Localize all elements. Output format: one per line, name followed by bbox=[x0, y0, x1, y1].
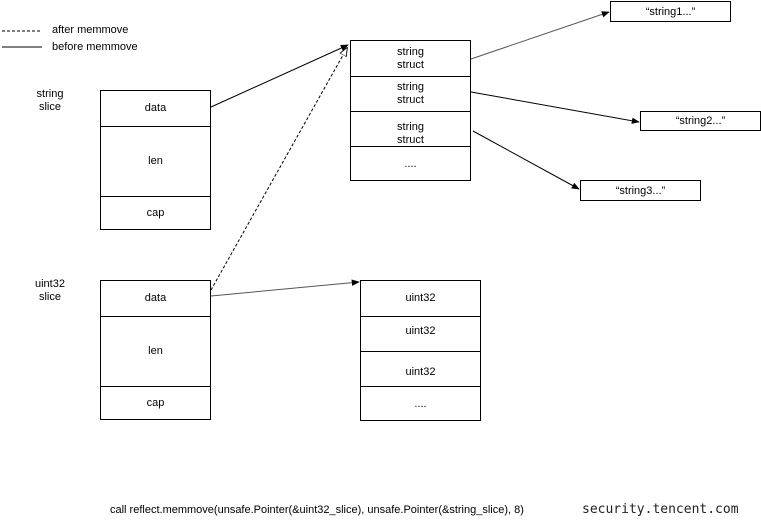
string-struct-line1: string bbox=[397, 81, 424, 93]
string-struct-ellipsis: .... bbox=[404, 157, 417, 170]
string-struct-cell: string struct bbox=[351, 111, 470, 146]
uint32-slice-title: uint32 slice bbox=[30, 278, 70, 304]
memmove-call-caption: call reflect.memmove(unsafe.Pointer(&uin… bbox=[110, 504, 524, 516]
uint32-slice-cap-field: cap bbox=[101, 386, 210, 420]
string-struct-array: string struct string struct string struc… bbox=[350, 40, 471, 181]
string3-box: “string3...” bbox=[580, 180, 701, 201]
uint32-array: uint32 uint32 uint32 .... bbox=[360, 280, 481, 421]
uint32-cell: uint32 bbox=[361, 351, 480, 386]
uint32-slice-len-field: len bbox=[101, 316, 210, 386]
string3-pointer-arrow bbox=[472, 130, 580, 190]
string-struct-cell: string struct bbox=[351, 41, 470, 76]
string-slice-title-line1: string bbox=[36, 88, 64, 100]
string-struct-line1: string bbox=[397, 121, 424, 133]
uint32-slice-title-line2: slice bbox=[38, 291, 61, 303]
string-struct-line1: string bbox=[397, 45, 424, 58]
string1-pointer-arrow bbox=[470, 11, 610, 60]
string-struct-cell: string struct bbox=[351, 76, 470, 111]
string-data-pointer-arrow bbox=[210, 44, 349, 108]
uint32-slice-title-line1: uint32 bbox=[35, 278, 65, 290]
string2-pointer-arrow bbox=[470, 91, 640, 124]
string-slice-len-field: len bbox=[101, 126, 210, 196]
string1-box: “string1...” bbox=[610, 1, 731, 22]
uint32-slice-data-field: data bbox=[144, 292, 167, 304]
string-slice-data-field: data bbox=[144, 102, 167, 114]
uint32-slice-header: data len cap bbox=[100, 280, 211, 420]
string2-box: “string2...” bbox=[640, 111, 761, 131]
legend-dashed-label: after memmove bbox=[52, 24, 129, 36]
string-struct-line2: struct bbox=[397, 134, 424, 146]
string-struct-line2: struct bbox=[397, 94, 424, 106]
legend-solid-label: before memmove bbox=[52, 41, 138, 53]
uint32-ellipsis-cell: .... bbox=[361, 386, 480, 421]
string-slice-header: data len cap bbox=[100, 90, 211, 230]
string-struct-ellipsis-cell: .... bbox=[351, 146, 470, 181]
string-struct-line2: struct bbox=[397, 58, 424, 71]
string-slice-title: string slice bbox=[30, 88, 70, 114]
uint32-cell: uint32 bbox=[405, 292, 436, 304]
uint32-data-after-arrow bbox=[210, 48, 347, 291]
string-slice-title-line2: slice bbox=[38, 101, 61, 113]
uint32-cell: uint32 bbox=[361, 316, 480, 351]
watermark: security.tencent.com bbox=[582, 502, 739, 517]
string-slice-cap-field: cap bbox=[101, 196, 210, 230]
uint32-data-before-arrow bbox=[210, 279, 360, 297]
